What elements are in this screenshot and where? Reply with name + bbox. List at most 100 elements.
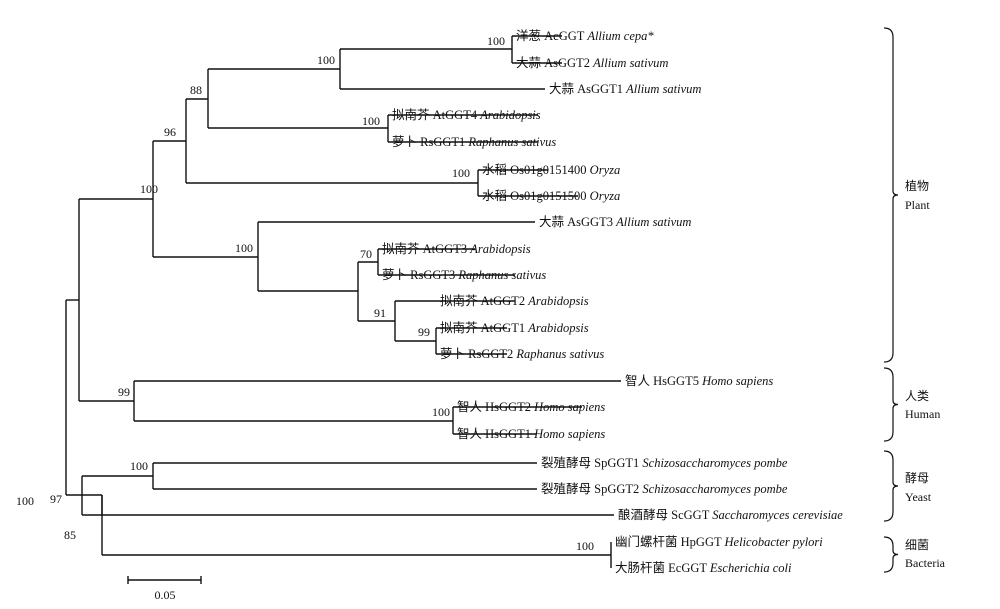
taxon-species: Homo sapiens: [533, 427, 605, 441]
taxon-species: Oryza: [590, 163, 621, 177]
taxon-gene: HsGGT1: [485, 427, 534, 441]
group-label-cn: 人类: [905, 389, 929, 403]
taxon-species: Arabidopsis: [527, 294, 589, 308]
taxon-label: 智人 HsGGT1 Homo sapiens: [457, 426, 605, 441]
taxon-common-name: 拟南芥: [440, 320, 481, 335]
taxon-common-name: 大肠杆菌: [615, 561, 668, 575]
taxon-common-name: 裂殖酵母: [541, 481, 594, 496]
taxon-species: Arabidopsis: [527, 321, 589, 335]
taxon-common-name: 裂殖酵母: [541, 455, 594, 470]
group-label-en: Plant: [905, 198, 930, 212]
group-label-en: Yeast: [905, 490, 932, 504]
bootstrap-value: 70: [360, 247, 372, 261]
taxon-species: Raphanus sativus: [457, 268, 546, 282]
taxon-gene: SpGGT2: [594, 482, 642, 496]
taxon-species: Allium cepa*: [586, 29, 654, 43]
taxon-label: 酿酒酵母 ScGGT Saccharomyces cerevisiae: [618, 507, 843, 522]
group-bracket: [883, 536, 899, 573]
group-label-cn: 细菌: [905, 538, 929, 552]
taxon-common-name: 拟南芥: [440, 293, 481, 308]
bootstrap-value: 100: [432, 405, 450, 419]
taxon-gene: AcGGT: [544, 29, 587, 43]
taxon-species: Arabidopsis: [479, 108, 541, 122]
taxon-common-name: 大蒜: [516, 56, 544, 70]
taxon-gene: RsGGT1: [420, 135, 468, 149]
taxon-gene: HsGGT5: [653, 374, 702, 388]
taxon-species: Helicobacter pylori: [724, 535, 824, 549]
taxon-common-name: 拟南芥: [382, 241, 423, 256]
group-brackets: 植物 Plant 人类 Human 酵母 Yeast 细菌 Bacteria: [883, 27, 946, 573]
taxon-label: 洋葱 AcGGT Allium cepa*: [516, 28, 654, 43]
taxon-common-name: 萝卜: [392, 135, 420, 149]
group-label-en: Bacteria: [905, 556, 946, 570]
bootstrap-value: 100: [317, 53, 335, 67]
bootstrap-value: 100: [16, 494, 34, 508]
taxon-label: 拟南芥 AtGGT1 Arabidopsis: [440, 320, 589, 335]
taxon-gene: AsGGT1: [577, 82, 626, 96]
taxon-label: 大蒜 AsGGT2 Allium sativum: [516, 56, 668, 70]
taxon-common-name: 拟南芥: [392, 107, 433, 122]
taxon-species: Homo sapiens: [701, 374, 773, 388]
taxon-common-name: 萝卜: [382, 268, 410, 282]
taxon-species: Arabidopsis: [469, 242, 531, 256]
bootstrap-value: 96: [164, 125, 176, 139]
taxon-gene: SpGGT1: [594, 456, 642, 470]
taxon-common-name: 酿酒酵母: [618, 507, 671, 522]
taxon-label: 水稻 Os01g0151500 Oryza: [482, 189, 620, 203]
taxon-gene: AsGGT3: [567, 215, 616, 229]
taxon-gene: AtGGT4: [433, 108, 481, 122]
taxon-gene: AtGGT1: [481, 321, 529, 335]
taxon-gene: AsGGT2: [544, 56, 593, 70]
bootstrap-value: 100: [362, 114, 380, 128]
tree-branches: [65, 35, 621, 568]
taxon-label: 萝卜 RsGGT3 Raphanus sativus: [382, 268, 546, 282]
taxon-gene: EcGGT: [668, 561, 710, 575]
taxon-species: Allium sativum: [592, 56, 668, 70]
bootstrap-value: 88: [190, 83, 202, 97]
taxon-label: 裂殖酵母 SpGGT2 Schizosaccharomyces pombe: [541, 481, 788, 496]
bootstrap-value: 85: [64, 528, 76, 542]
taxon-label: 萝卜 RsGGT1 Raphanus sativus: [392, 135, 556, 149]
taxon-common-name: 水稻: [482, 189, 510, 203]
taxon-label: 拟南芥 AtGGT4 Arabidopsis: [392, 107, 541, 122]
taxon-label: 智人 HsGGT5 Homo sapiens: [625, 373, 773, 388]
taxon-species: Escherichia coli: [709, 561, 792, 575]
taxon-labels: 洋葱 AcGGT Allium cepa* 大蒜 AsGGT2 Allium sa…: [382, 28, 843, 575]
group-bracket: [883, 367, 899, 442]
taxon-species: Allium sativum: [615, 215, 691, 229]
taxon-species: Schizosaccharomyces pombe: [642, 456, 787, 470]
taxon-common-name: 萝卜: [440, 347, 468, 361]
taxon-gene: HpGGT: [681, 535, 725, 549]
group-label-en: Human: [905, 407, 940, 421]
group-label-cn: 植物: [905, 178, 929, 193]
bootstrap-value: 100: [452, 166, 470, 180]
bootstrap-value: 97: [50, 492, 62, 506]
taxon-species: Saccharomyces cerevisiae: [712, 508, 843, 522]
bootstrap-value: 100: [130, 459, 148, 473]
taxon-common-name: 智人: [457, 426, 485, 441]
taxon-gene: Os01g0151400: [510, 163, 590, 177]
taxon-label: 裂殖酵母 SpGGT1 Schizosaccharomyces pombe: [541, 455, 788, 470]
group-bracket: [883, 450, 899, 522]
group-label-cn: 酵母: [905, 471, 929, 485]
scale-bar: 0.05: [127, 576, 202, 602]
taxon-gene: AtGGT2: [481, 294, 529, 308]
taxon-label: 萝卜 RsGGT2 Raphanus sativus: [440, 347, 604, 361]
taxon-gene: Os01g0151500: [510, 189, 590, 203]
taxon-label: 大肠杆菌 EcGGT Escherichia coli: [615, 561, 792, 575]
taxon-species: Oryza: [590, 189, 621, 203]
taxon-species: Allium sativum: [625, 82, 701, 96]
taxon-label: 拟南芥 AtGGT3 Arabidopsis: [382, 241, 531, 256]
bootstrap-value: 100: [576, 539, 594, 553]
taxon-species: Raphanus sativus: [467, 135, 556, 149]
taxon-label: 大蒜 AsGGT1 Allium sativum: [549, 82, 701, 96]
taxon-gene: AtGGT3: [423, 242, 471, 256]
taxon-common-name: 智人: [625, 373, 653, 388]
taxon-species: Homo sapiens: [533, 400, 605, 414]
bootstrap-value: 100: [487, 34, 505, 48]
taxon-label: 幽门螺杆菌 HpGGT Helicobacter pylori: [615, 534, 823, 549]
taxon-common-name: 智人: [457, 399, 485, 414]
bootstrap-value: 100: [140, 182, 158, 196]
